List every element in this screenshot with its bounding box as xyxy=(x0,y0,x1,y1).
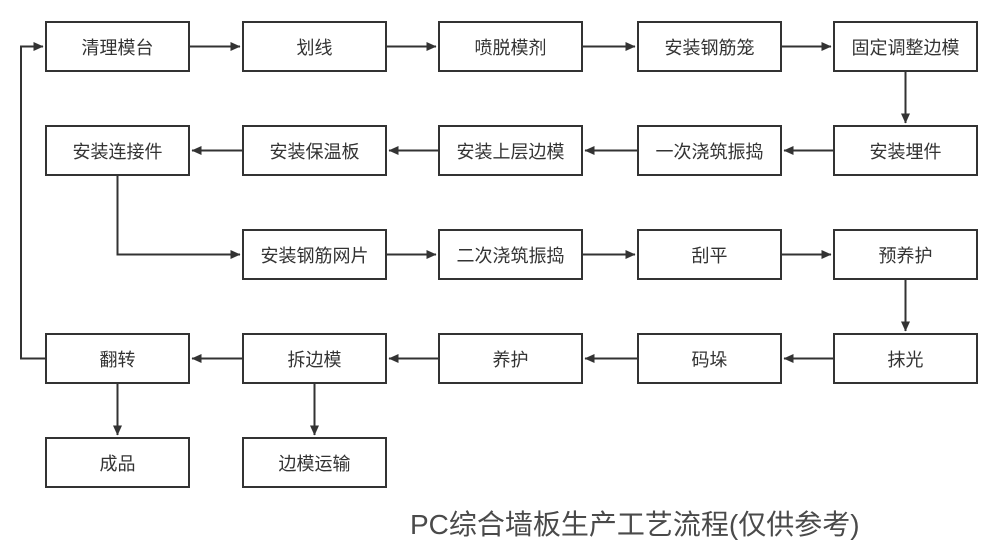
arrow-connectors-to-rebarmesh xyxy=(116,176,241,259)
flow-node-install-connectors: 安装连接件 xyxy=(45,125,190,176)
flow-node-marking: 划线 xyxy=(242,21,387,72)
flow-node-side-mold-transport: 边模运输 xyxy=(242,437,387,488)
flow-node-install-rebar-mesh: 安装钢筋网片 xyxy=(242,229,387,280)
flow-node-install-insulation: 安装保温板 xyxy=(242,125,387,176)
flow-node-install-upper-mold: 安装上层边模 xyxy=(438,125,583,176)
flow-node-install-embeds: 安装埋件 xyxy=(833,125,978,176)
flow-node-pre-curing: 预养护 xyxy=(833,229,978,280)
flow-node-curing: 养护 xyxy=(438,333,583,384)
arrow-flip-to-clean-feedback xyxy=(20,42,45,360)
flow-node-scrape-level: 刮平 xyxy=(637,229,782,280)
flow-node-install-rebar-cage: 安装钢筋笼 xyxy=(637,21,782,72)
flow-node-stacking: 码垛 xyxy=(637,333,782,384)
flow-node-clean-mold-table: 清理模台 xyxy=(45,21,190,72)
flow-node-first-pour-vibrate: 一次浇筑振捣 xyxy=(637,125,782,176)
flow-node-flip: 翻转 xyxy=(45,333,190,384)
flow-node-second-pour-vibrate: 二次浇筑振捣 xyxy=(438,229,583,280)
flow-node-finished-product: 成品 xyxy=(45,437,190,488)
flow-node-spray-release-agent: 喷脱模剂 xyxy=(438,21,583,72)
diagram-title: PC综合墙板生产工艺流程(仅供参考) xyxy=(410,509,860,540)
flow-node-fix-adjust-side-mold: 固定调整边模 xyxy=(833,21,978,72)
flow-node-remove-side-mold: 拆边模 xyxy=(242,333,387,384)
flow-node-trowel-polish: 抹光 xyxy=(833,333,978,384)
